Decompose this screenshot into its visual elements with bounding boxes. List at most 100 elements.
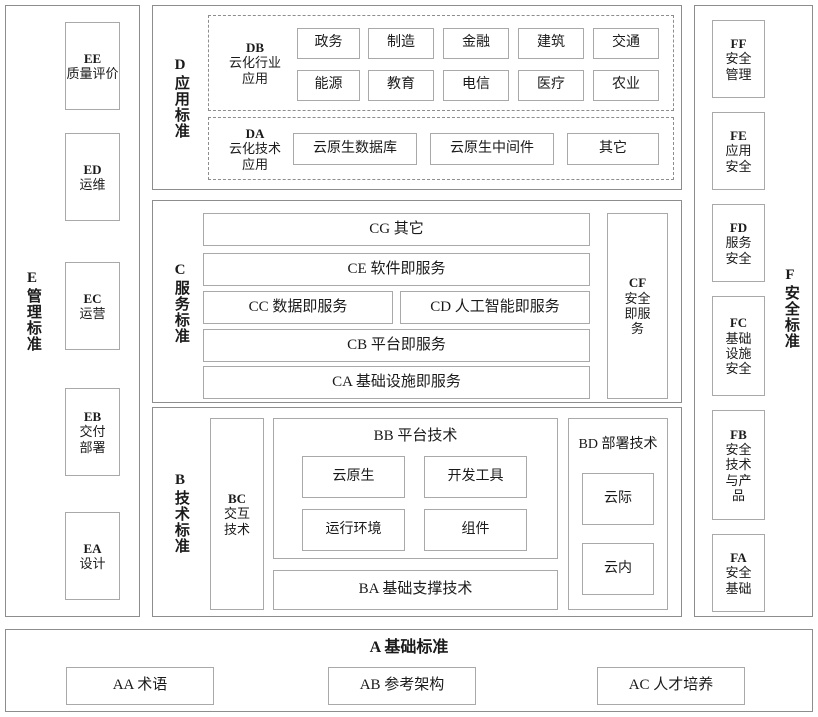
application-industry-item-7[interactable]: 电信 <box>443 70 509 101</box>
application-technology-item-1[interactable]: 云原生中间件 <box>430 133 554 165</box>
management-item-eb-label: 交付部署 <box>79 424 106 455</box>
security-item-fc-code: FC <box>729 315 748 331</box>
foundation-title: A 基础标准 <box>369 638 449 656</box>
service-row-cc[interactable]: CC 数据即服务 <box>203 291 393 324</box>
application-industry-label: DB 云化行业应用 <box>214 22 296 104</box>
security-item-fb[interactable]: FB 安全技术与产品 <box>712 410 765 520</box>
management-item-ea-label: 设计 <box>79 556 106 571</box>
management-spine-letter: E <box>26 269 37 286</box>
security-item-fe-label: 应用安全 <box>725 143 752 174</box>
application-technology-item-0[interactable]: 云原生数据库 <box>293 133 417 165</box>
application-technology-item-2[interactable]: 其它 <box>567 133 659 165</box>
technical-interaction-label: 交互技术 <box>223 506 250 537</box>
management-item-ee-label: 质量评价 <box>66 66 119 81</box>
management-item-ec-code: EC <box>83 290 102 306</box>
application-industry-item-0[interactable]: 政务 <box>297 28 360 59</box>
application-industry-item-5[interactable]: 能源 <box>297 70 360 101</box>
management-item-ed[interactable]: ED 运维 <box>65 133 120 221</box>
application-spine-text: 应用标准 <box>172 75 189 140</box>
application-technology-name: 云化技术应用 <box>228 141 281 172</box>
security-spine-text: 安全标准 <box>782 285 799 350</box>
application-spine-label: D 应用标准 <box>165 22 195 172</box>
service-row-ca[interactable]: CA 基础设施即服务 <box>203 366 590 399</box>
foundation-item-ac[interactable]: AC 人才培养 <box>597 667 745 705</box>
management-item-eb-code: EB <box>83 409 102 424</box>
security-item-fa-label: 安全基础 <box>725 565 752 596</box>
management-item-ea[interactable]: EA 设计 <box>65 512 120 600</box>
service-side-cf-code: CF <box>628 275 647 291</box>
application-industry-group <box>208 15 674 111</box>
management-item-ed-label: 运维 <box>79 177 106 192</box>
security-item-fc-label: 基础设施安全 <box>725 330 752 377</box>
management-item-ed-code: ED <box>83 161 102 177</box>
management-spine-label: E 管理标准 <box>14 225 50 395</box>
service-spine-label: C 服务标准 <box>165 232 195 372</box>
technical-platform-item-2[interactable]: 运行环境 <box>302 509 405 551</box>
technical-deployment-item-1[interactable]: 云内 <box>582 543 654 595</box>
security-spine-label: F 安全标准 <box>773 232 807 382</box>
technical-platform-item-3[interactable]: 组件 <box>424 509 527 551</box>
application-industry-code: DB <box>245 40 265 55</box>
technical-deployment-group <box>568 418 668 610</box>
service-spine-letter: C <box>174 261 186 278</box>
security-item-ff[interactable]: FF 安全管理 <box>712 20 765 98</box>
security-item-fd[interactable]: FD 服务安全 <box>712 204 765 282</box>
technical-interaction-bc[interactable]: BC 交互技术 <box>210 418 264 610</box>
application-industry-item-3[interactable]: 建筑 <box>518 28 584 59</box>
service-spine-text: 服务标准 <box>172 280 189 345</box>
application-industry-item-8[interactable]: 医疗 <box>518 70 584 101</box>
management-item-ee[interactable]: EE 质量评价 <box>65 22 120 110</box>
technical-platform-item-0[interactable]: 云原生 <box>302 456 405 498</box>
service-side-cf[interactable]: CF 安全即服务 <box>607 213 668 399</box>
security-item-fb-code: FB <box>730 426 747 442</box>
foundation-item-aa[interactable]: AA 术语 <box>66 667 214 705</box>
service-side-cf-label: 安全即服务 <box>624 290 651 337</box>
management-item-ee-code: EE <box>83 50 102 66</box>
application-industry-item-6[interactable]: 教育 <box>368 70 434 101</box>
management-standards-section <box>5 5 140 617</box>
security-item-fe[interactable]: FE 应用安全 <box>712 112 765 190</box>
technical-spine-text: 技术标准 <box>172 490 189 555</box>
management-item-ec-label: 运营 <box>79 306 106 321</box>
application-technology-code: DA <box>245 126 265 141</box>
management-item-ea-code: EA <box>83 540 102 556</box>
technical-deployment-item-0[interactable]: 云际 <box>582 473 654 525</box>
foundation-item-ab[interactable]: AB 参考架构 <box>328 667 476 705</box>
security-item-fb-label: 安全技术与产品 <box>725 442 752 503</box>
security-item-fc[interactable]: FC 基础设施安全 <box>712 296 765 396</box>
management-item-eb[interactable]: EB 交付部署 <box>65 388 120 476</box>
management-item-ec[interactable]: EC 运营 <box>65 262 120 350</box>
security-item-fa-code: FA <box>730 550 747 565</box>
application-industry-item-4[interactable]: 交通 <box>593 28 659 59</box>
security-item-fe-code: FE <box>730 128 747 143</box>
technical-base-support[interactable]: BA 基础支撑技术 <box>273 570 558 610</box>
service-row-ce[interactable]: CE 软件即服务 <box>203 253 590 286</box>
application-technology-label: DA 云化技术应用 <box>214 120 296 178</box>
application-technology-group <box>208 117 674 180</box>
application-industry-name: 云化行业应用 <box>228 55 281 86</box>
foundation-standards-section <box>5 629 813 712</box>
application-spine-letter: D <box>174 56 186 73</box>
security-item-fa[interactable]: FA 安全基础 <box>712 534 765 612</box>
technical-platform-group <box>273 418 558 559</box>
service-row-cg[interactable]: CG 其它 <box>203 213 590 246</box>
security-item-ff-label: 安全管理 <box>725 51 752 82</box>
security-spine-letter: F <box>785 266 795 283</box>
technical-deployment-label: BD 部署技术 <box>578 436 658 452</box>
application-industry-item-9[interactable]: 农业 <box>593 70 659 101</box>
service-row-cd[interactable]: CD 人工智能即服务 <box>400 291 590 324</box>
technical-spine-label: B 技术标准 <box>165 442 195 582</box>
service-row-cb[interactable]: CB 平台即服务 <box>203 329 590 362</box>
security-item-ff-code: FF <box>730 36 747 51</box>
technical-standards-section <box>152 407 682 617</box>
application-standards-section <box>152 5 682 190</box>
application-industry-item-1[interactable]: 制造 <box>368 28 434 59</box>
technical-spine-letter: B <box>174 471 185 488</box>
security-item-fd-label: 服务安全 <box>725 235 752 266</box>
management-spine-text: 管理标准 <box>24 288 41 353</box>
application-industry-item-2[interactable]: 金融 <box>443 28 509 59</box>
technical-platform-item-1[interactable]: 开发工具 <box>424 456 527 498</box>
technical-interaction-code: BC <box>227 491 247 506</box>
security-standards-section <box>694 5 813 617</box>
